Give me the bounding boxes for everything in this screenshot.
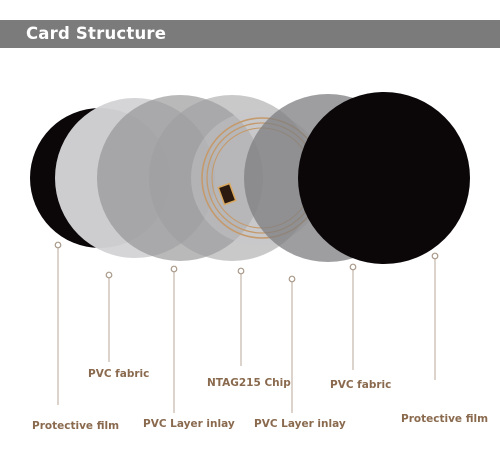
leader-marker-4 <box>237 267 245 275</box>
leader-marker-2 <box>105 271 113 279</box>
label-protective-film-back: Protective film <box>32 420 119 432</box>
leader-marker-1 <box>54 241 62 249</box>
layer-labels: Protective film PVC fabric PVC Layer inl… <box>32 368 488 432</box>
label-pvc-layer-inlay-back: PVC Layer inlay <box>143 418 235 430</box>
front-discs <box>244 92 470 264</box>
leader-marker-6 <box>349 263 357 271</box>
page-title: Card Structure <box>26 24 167 43</box>
label-protective-film-front: Protective film <box>401 413 488 425</box>
protective-film-front-disc <box>298 92 470 264</box>
label-ntag215-chip: NTAG215 Chip <box>207 377 291 389</box>
leader-markers <box>54 241 439 283</box>
leader-marker-7 <box>431 252 439 260</box>
leader-lines <box>57 247 436 413</box>
leader-marker-3 <box>170 265 178 273</box>
header-bar: Card Structure <box>0 20 500 48</box>
label-pvc-layer-inlay-front: PVC Layer inlay <box>254 418 346 430</box>
leader-marker-5 <box>288 275 296 283</box>
label-pvc-fabric-front: PVC fabric <box>330 379 391 391</box>
label-pvc-fabric-back: PVC fabric <box>88 368 149 380</box>
